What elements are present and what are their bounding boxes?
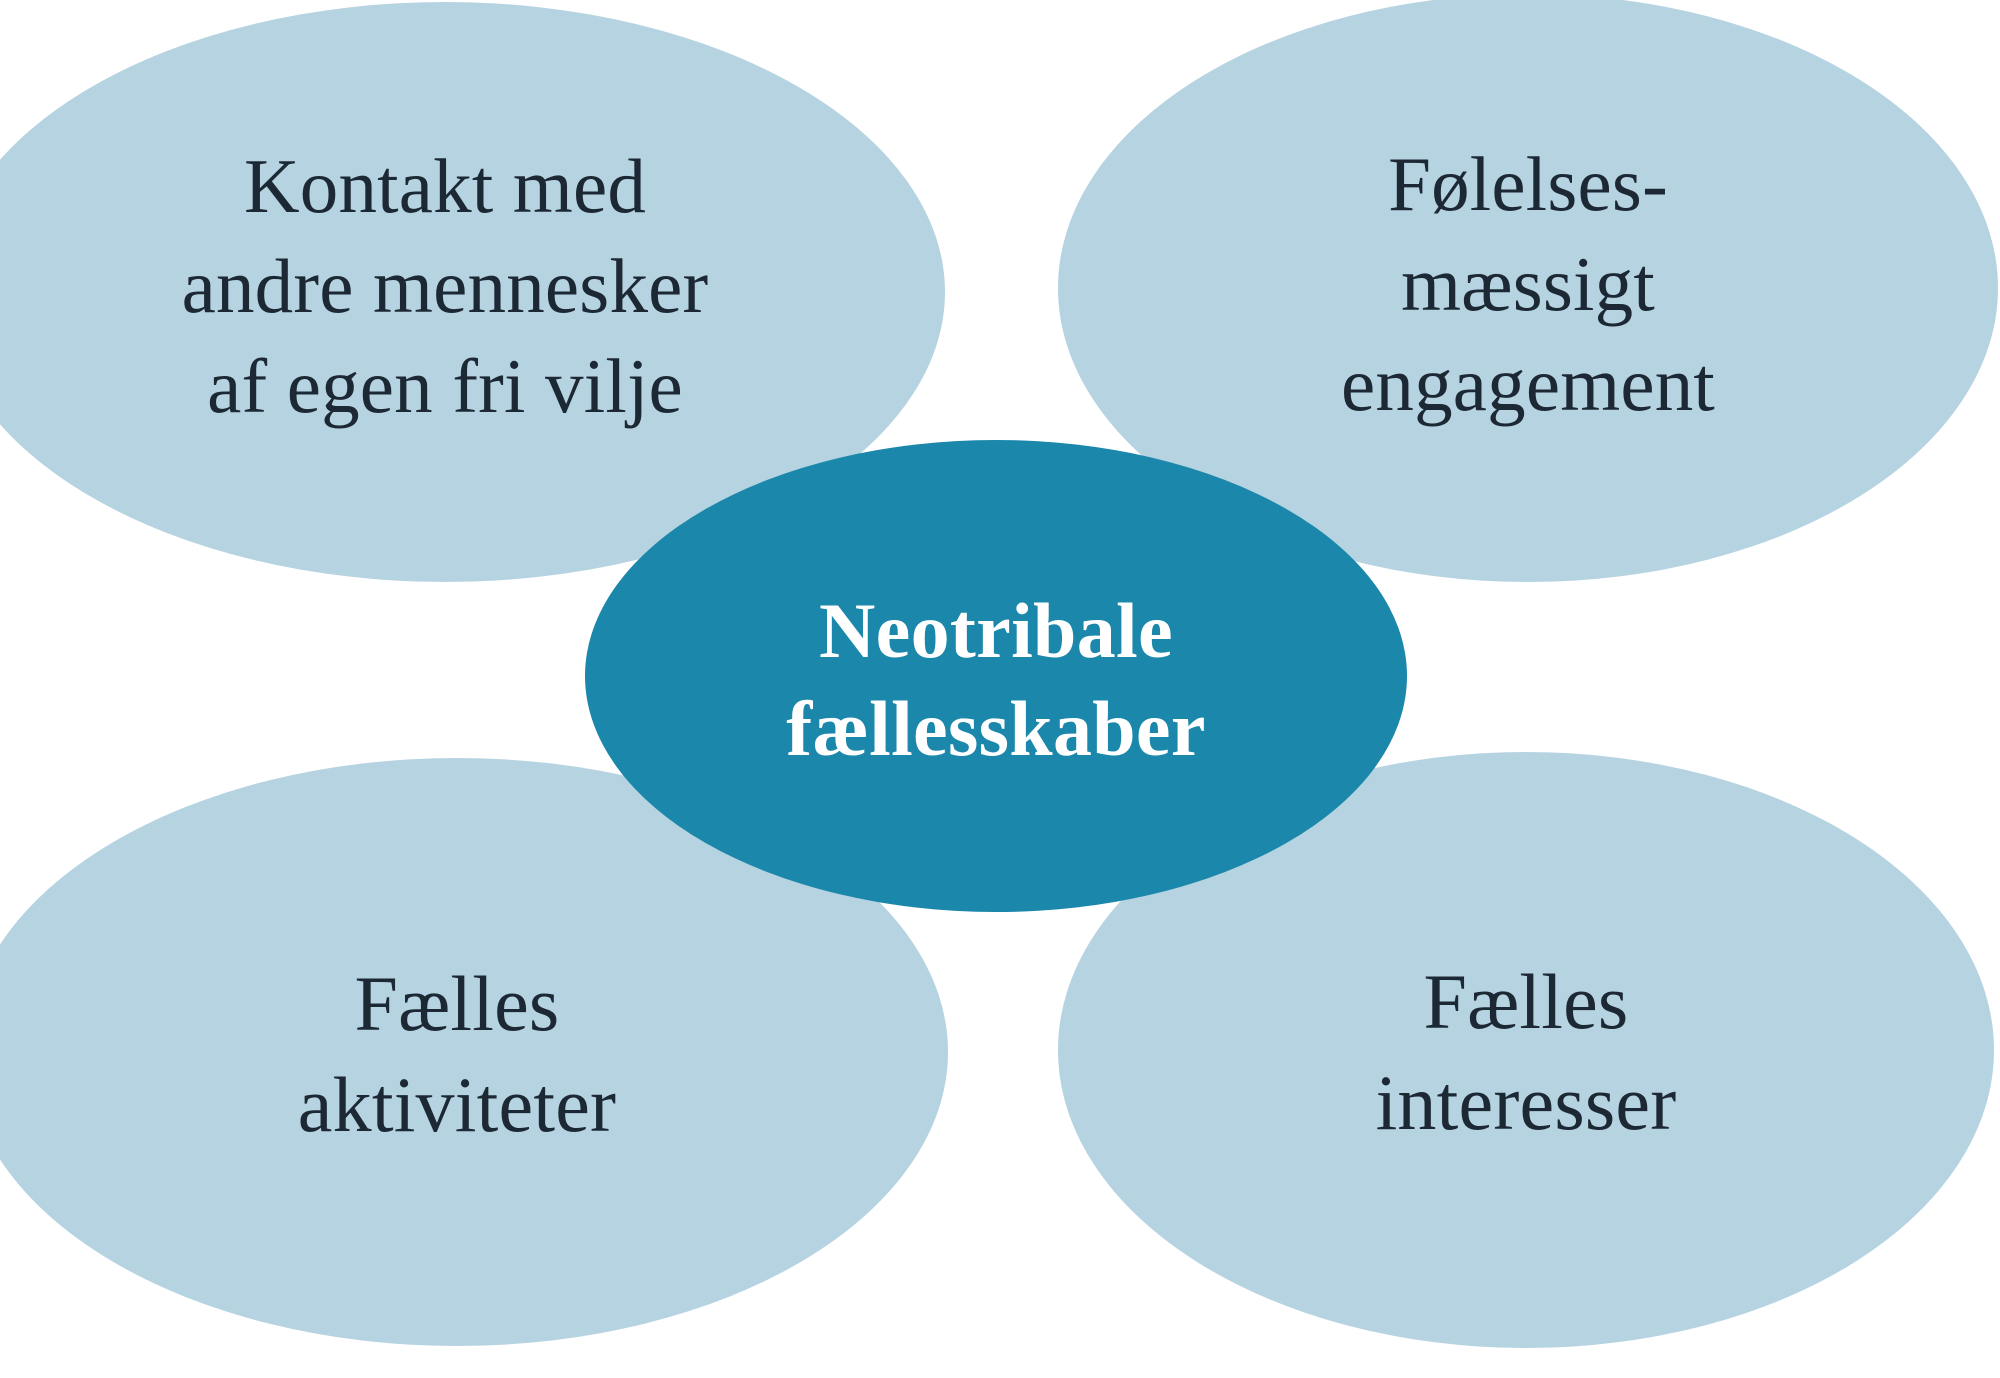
- bubble-label-neotribale-faellesskaber: Neotribale fællesskaber: [786, 586, 1206, 772]
- bubble-foelelsesmaessigt-engagement: Følelses- mæssigt engagement: [1058, 0, 1998, 582]
- bubble-label-faelles-interesser: Fælles interesser: [1375, 957, 1677, 1146]
- bubble-label-kontakt-med-andre-mennesker: Kontakt med andre mennesker af egen fri …: [181, 142, 709, 430]
- bubble-label-faelles-aktiviteter: Fælles aktiviteter: [297, 959, 617, 1148]
- bubble-label-foelelsesmaessigt-engagement: Følelses- mæssigt engagement: [1341, 140, 1715, 428]
- bubble-kontakt-med-andre-mennesker: Kontakt med andre mennesker af egen fri …: [0, 2, 945, 582]
- bubble-neotribale-faellesskaber: Neotribale fællesskaber: [585, 440, 1407, 912]
